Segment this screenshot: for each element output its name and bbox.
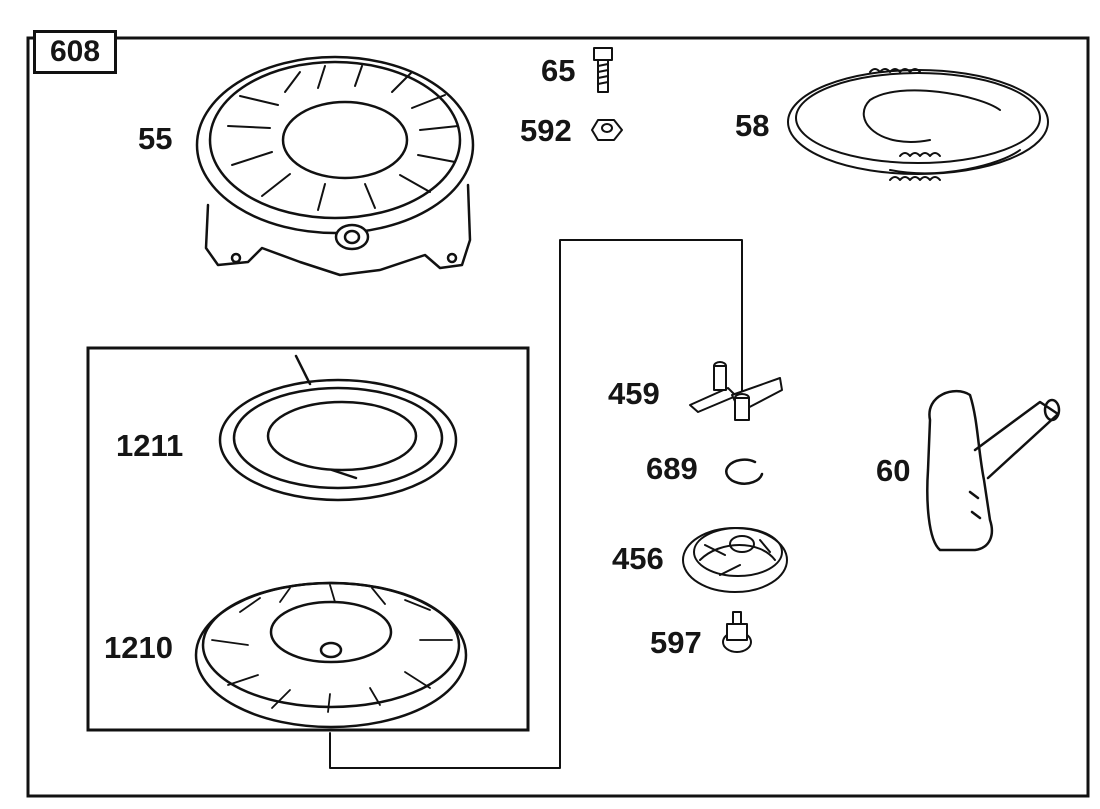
blower-housing-55 [195, 55, 475, 277]
connector-lines [329, 239, 743, 769]
label-689: 689 [646, 451, 698, 486]
reference-number-box: 608 [33, 30, 117, 74]
label-58: 58 [735, 108, 770, 143]
spring-1211 [218, 354, 458, 502]
pawl-459 [689, 361, 783, 421]
label-65: 65 [541, 53, 576, 88]
label-459: 459 [608, 376, 660, 411]
nut-592 [591, 119, 623, 141]
rope-58 [787, 68, 1049, 181]
inner-frame [86, 346, 530, 732]
handle-60 [926, 389, 1061, 552]
outer-frame [26, 36, 1090, 798]
label-1210: 1210 [104, 630, 173, 665]
label-1211: 1211 [116, 428, 184, 463]
label-60: 60 [876, 453, 911, 488]
label-592: 592 [520, 113, 572, 148]
label-55: 55 [138, 121, 173, 156]
screw-65 [593, 47, 613, 93]
label-456: 456 [612, 541, 664, 576]
label-597: 597 [650, 625, 702, 660]
pulley-1210 [194, 581, 468, 729]
retainer-456 [682, 527, 788, 593]
reference-number: 608 [49, 35, 101, 68]
clip-689 [725, 458, 764, 485]
pin-597 [722, 611, 752, 653]
